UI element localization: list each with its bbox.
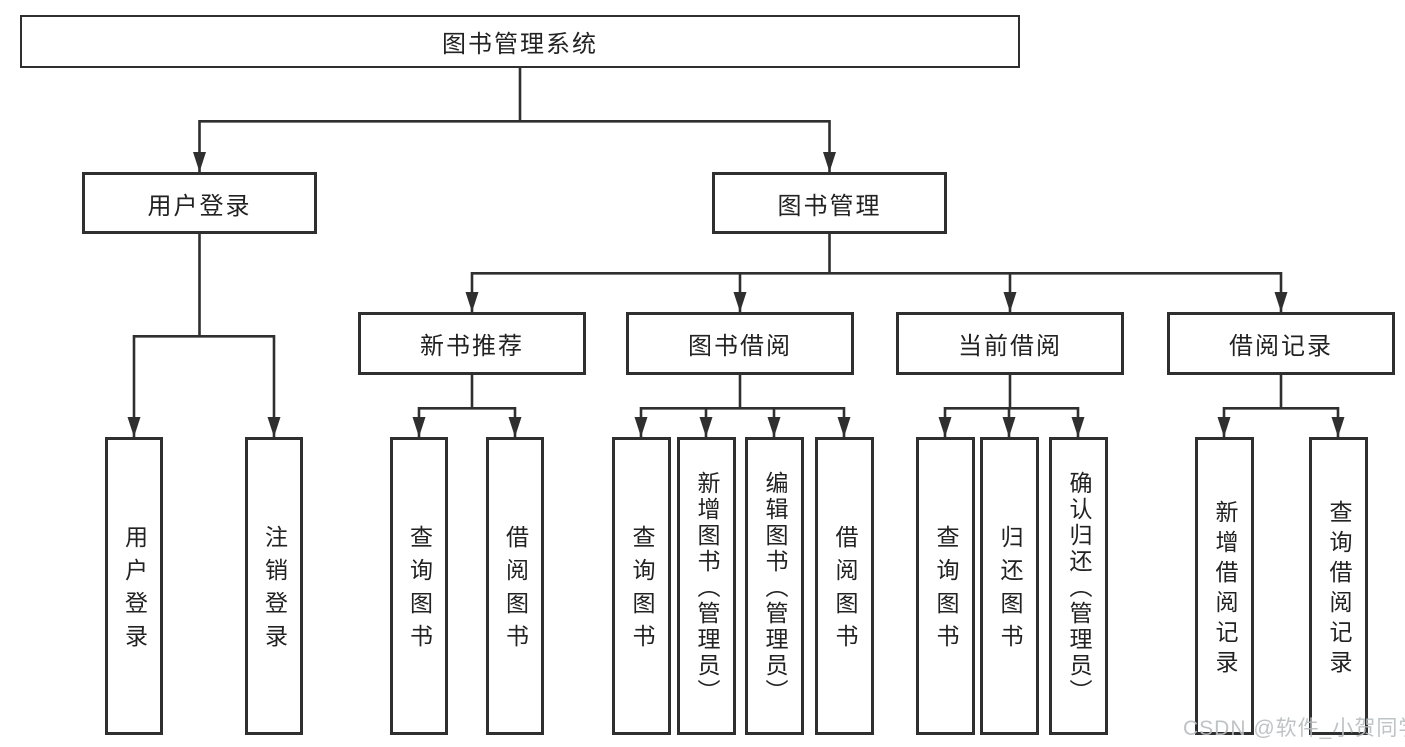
leaf-borrow-books-recommend: 借阅图书 [486, 437, 544, 735]
leaf-user-login: 用户登录 [105, 437, 163, 735]
leaf-label: 查询借阅记录 [1326, 499, 1352, 680]
node-label: 图书管理 [777, 192, 882, 220]
leaf-label: 注销登录 [261, 525, 288, 657]
leaf-logout: 注销登录 [245, 437, 303, 735]
node-book-management: 图书管理 [712, 172, 947, 234]
node-label: 图书借阅 [688, 333, 792, 360]
node-new-book-recommendation: 新书推荐 [358, 312, 586, 375]
leaf-label: 借阅图书 [832, 525, 858, 657]
leaf-borrow-books: 借阅图书 [815, 437, 874, 735]
leaf-query-books-recommend: 查询图书 [390, 437, 448, 735]
node-label: 借阅记录 [1229, 333, 1333, 360]
csdn-watermark: CSDN @软件_小贺同学 [1183, 717, 1405, 740]
node-label: 图书管理系统 [442, 31, 598, 58]
leaf-label: 查询图书 [933, 525, 959, 657]
node-label: 新书推荐 [420, 333, 524, 360]
leaf-edit-books-admin: 编辑图书（管理员） [745, 437, 804, 735]
leaf-add-books-admin: 新增图书（管理员） [677, 437, 736, 735]
leaf-query-books-borrow: 查询图书 [612, 437, 671, 735]
leaf-label: 查询图书 [406, 525, 433, 657]
leaf-query-books-current: 查询图书 [916, 437, 975, 735]
node-user-login: 用户登录 [82, 172, 317, 234]
leaf-label: 确认归还（管理员） [1066, 470, 1092, 705]
leaf-add-borrow-record: 新增借阅记录 [1195, 437, 1254, 735]
node-library-management-system: 图书管理系统 [20, 15, 1020, 68]
leaf-label: 借阅图书 [502, 525, 529, 657]
leaf-label: 新增借阅记录 [1212, 499, 1238, 680]
node-borrowing-records: 借阅记录 [1167, 312, 1395, 375]
node-label: 用户登录 [147, 192, 252, 220]
leaf-label: 新增图书（管理员） [694, 470, 720, 705]
node-current-borrowing: 当前借阅 [896, 312, 1124, 375]
leaf-confirm-return-admin: 确认归还（管理员） [1049, 437, 1108, 735]
leaf-label: 查询图书 [629, 525, 655, 657]
leaf-label: 归还图书 [997, 525, 1023, 657]
node-book-borrowing: 图书借阅 [626, 312, 854, 375]
leaf-label: 用户登录 [121, 525, 148, 657]
node-label: 当前借阅 [958, 333, 1062, 360]
leaf-return-books: 归还图书 [980, 437, 1039, 735]
leaf-label: 编辑图书（管理员） [762, 470, 788, 705]
leaf-query-borrow-record: 查询借阅记录 [1309, 437, 1368, 735]
